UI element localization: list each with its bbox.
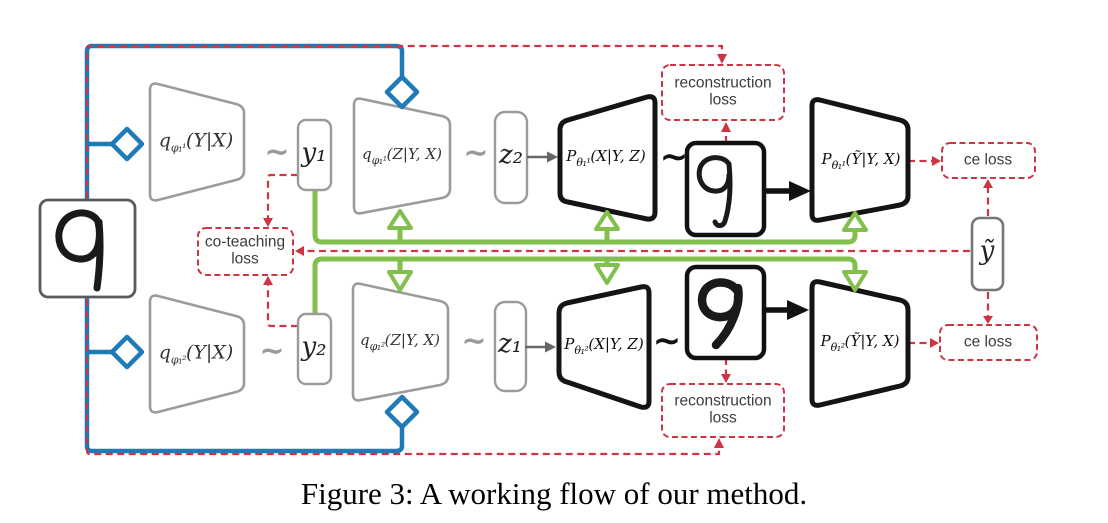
label-arrow-cls-bottom xyxy=(842,270,868,292)
arrowhead-coteach-from-ytilde xyxy=(295,246,304,256)
red-recon-path-bottom xyxy=(85,299,721,456)
red-arrowheads xyxy=(263,54,993,448)
input-diamond-enczyx-top xyxy=(384,74,420,110)
recon-digit-top-loop xyxy=(696,155,732,194)
y1-label: y₁ xyxy=(301,138,327,168)
z-to-decoder-arrows xyxy=(525,151,558,353)
arrowhead-coteach-from-y1 xyxy=(263,218,273,227)
recon-digit-bottom-stem xyxy=(711,283,743,350)
label-arrow-dec-bottom xyxy=(594,263,620,285)
decoder-trapezoid-top xyxy=(557,94,658,222)
blue-line-bottom xyxy=(84,296,405,454)
classifier-label-top: Pθ₁¹(Ỹ|Y, X) xyxy=(821,150,901,172)
reconstruction-loss-box-bottom xyxy=(661,383,785,438)
ce-loss-box-bottom xyxy=(939,324,1038,361)
ytilde-box xyxy=(970,216,1005,292)
y2-box xyxy=(296,312,333,386)
recon-digit-top-stem xyxy=(712,161,733,229)
ytilde-label: ỹ xyxy=(979,236,995,266)
sample-tilde-y2: ∼ xyxy=(259,333,285,369)
arrowhead-ce-bottom-in xyxy=(930,338,939,348)
red-y2-to-coteach xyxy=(266,284,298,328)
green-triangles xyxy=(387,209,868,292)
classifier-trapezoid-bottom xyxy=(809,279,911,408)
ce-loss-label-bottom: ce loss xyxy=(963,333,1013,351)
reconstruction-loss-box-top xyxy=(661,64,785,121)
encoder-yx-trapezoid-bottom xyxy=(148,294,246,414)
y2-label: y₂ xyxy=(301,332,327,362)
sample-tilde-z1: ∼ xyxy=(461,323,487,359)
figure-caption: Figure 3: A working flow of our method. xyxy=(300,476,808,511)
input-diamond-encoder-bottom xyxy=(109,334,145,370)
encoder-yx-label-bottom: qφ₁²(Y|X) xyxy=(158,341,234,367)
green-line-upper xyxy=(312,190,858,245)
image-to-classifier-arrows xyxy=(764,181,811,320)
arrowhead-ytilde-ce-top xyxy=(983,179,993,188)
img-cls-arrow-head-top xyxy=(789,181,811,201)
black-modules xyxy=(556,94,911,410)
sample-tilde-recon-bottom: ∼ xyxy=(652,321,682,361)
sample-tilde-y1: ∼ xyxy=(264,134,290,170)
decoder-label-top: Pθ₁¹(X|Y, Z) xyxy=(566,147,646,169)
z2-label: z₂ xyxy=(498,140,524,170)
blue-line-top xyxy=(84,43,405,202)
z2-arrow-head xyxy=(547,151,558,163)
y1-box xyxy=(296,118,333,192)
blue-diamonds xyxy=(109,74,420,430)
decoder-label-bottom: Pθ₁²(X|Y, Z) xyxy=(564,335,644,357)
encoder-zyx-label-bottom: qφ₁²(Z|Y, X) xyxy=(359,331,441,353)
z1-label: z₁ xyxy=(497,329,523,359)
encoder-zyx-label-top: qφ₁¹(Z|Y, X) xyxy=(361,145,443,167)
label-arrow-dec-top xyxy=(594,210,620,231)
variable-boxes xyxy=(296,110,529,393)
classifier-label-bottom: Pθ₁²(Ỹ|Y, X) xyxy=(820,332,900,354)
sample-tilde-z2: ∼ xyxy=(463,135,489,171)
arrowhead-digit-recon-bottom xyxy=(721,374,731,383)
arrowhead-recon-bottom-in xyxy=(714,438,724,448)
encoder-zyx-trapezoid-bottom xyxy=(351,282,450,402)
red-recon-path-top xyxy=(85,44,724,198)
ce-loss-label-top: ce loss xyxy=(963,151,1013,169)
green-line-lower xyxy=(312,256,858,314)
z1-arrow-head xyxy=(545,341,556,353)
digit-strokes xyxy=(55,155,743,350)
arrowhead-coteach-from-y2 xyxy=(263,276,273,285)
classifier-trapezoid-top xyxy=(809,97,911,223)
ce-loss-box-top xyxy=(941,142,1036,179)
decoder-trapezoid-bottom xyxy=(556,284,652,410)
blue-input-paths xyxy=(84,43,405,454)
encoder-yx-trapezoid-top xyxy=(148,82,246,202)
input-digit-9-stem xyxy=(93,218,104,292)
loss-boxes xyxy=(197,64,1038,438)
co-teaching-loss-box xyxy=(197,227,294,276)
arrowhead-recon-top-in xyxy=(717,54,727,64)
encoder-yx-label-top: qφ₁¹(Y|X) xyxy=(158,129,234,155)
label-arrow-enc-bottom xyxy=(387,270,413,292)
arrowhead-digit-recon-top xyxy=(721,122,731,132)
input-diamond-encoder-top xyxy=(109,126,145,162)
sample-tilde-recon-top: ∼ xyxy=(659,137,689,177)
red-y1-to-coteach xyxy=(266,173,298,219)
arrowhead-ytilde-ce-bottom xyxy=(983,316,993,324)
input-diamond-enczyx-bottom xyxy=(384,394,420,430)
img-cls-arrow-head-bottom xyxy=(787,300,809,320)
gray-encoders xyxy=(148,82,452,414)
encoder-zyx-trapezoid-top xyxy=(352,97,452,215)
arrowhead-ce-top-in xyxy=(932,156,941,166)
label-arrow-cls-top xyxy=(842,211,868,232)
label-arrow-enc-top xyxy=(387,209,413,230)
